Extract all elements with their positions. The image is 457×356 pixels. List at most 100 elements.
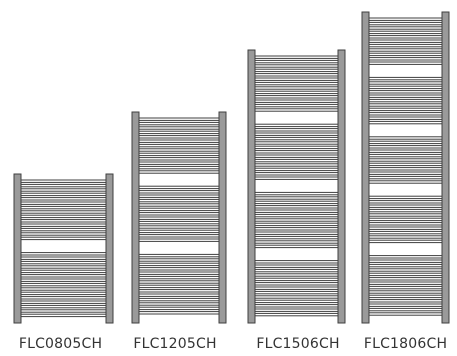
- model-label-flc1205ch: FLC1205CH: [133, 336, 217, 352]
- radiator-bar: [19, 256, 108, 260]
- radiator-bar: [253, 200, 340, 205]
- radiator-bar: [137, 275, 221, 280]
- radiator-bar: [367, 158, 444, 162]
- radiator-bar: [137, 216, 221, 220]
- radiator-rail-left: [247, 49, 256, 324]
- radiator-bar: [253, 128, 340, 132]
- radiator-bar: [137, 289, 221, 293]
- radiator-bar: [137, 258, 221, 262]
- radiator-bar: [19, 278, 108, 282]
- radiator-bar: [367, 281, 444, 285]
- radiator-bar: [367, 217, 444, 222]
- radiator-bar: [367, 153, 444, 158]
- radiator-bar: [253, 64, 340, 68]
- radiator-bar: [367, 39, 444, 43]
- radiator-bar: [137, 152, 221, 157]
- radiator-bar: [137, 212, 221, 216]
- radiator-bar: [253, 123, 340, 128]
- radiator-bar: [367, 112, 444, 116]
- radiator-bar: [253, 222, 340, 227]
- radiator-bar: [367, 145, 444, 149]
- radiator-bar: [137, 165, 221, 170]
- radiator-bar: [19, 232, 108, 236]
- radiator-bar: [253, 196, 340, 200]
- radiator-bar: [19, 201, 108, 205]
- radiator-bar: [253, 282, 340, 286]
- radiator-bar: [19, 287, 108, 291]
- radiator-bar: [19, 179, 108, 183]
- radiator-bar: [253, 154, 340, 158]
- radiator-bar: [253, 77, 340, 81]
- radiator-bar: [367, 162, 444, 167]
- radiator-bar: [367, 299, 444, 303]
- radiator-bar: [367, 200, 444, 204]
- radiator-bar: [137, 297, 221, 302]
- radiator-bar: [367, 30, 444, 35]
- radiator-bar: [367, 213, 444, 217]
- radiator-bar: [253, 244, 340, 249]
- radiator-bar: [367, 26, 444, 30]
- model-label-flc1806ch: FLC1806CH: [363, 336, 448, 352]
- radiator-bar: [137, 203, 221, 207]
- radiator-bar: [367, 76, 444, 81]
- radiator-bar: [367, 239, 444, 244]
- radiator-bar: [253, 264, 340, 268]
- radiator-bar: [137, 284, 221, 289]
- radiator-bar: [19, 269, 108, 274]
- radiator-rail-left: [13, 173, 22, 324]
- radiator-bar: [367, 57, 444, 61]
- radiator-bar: [137, 126, 221, 130]
- radiator-bar: [137, 262, 221, 267]
- radiator-bar: [367, 208, 444, 213]
- radiator-bar: [137, 190, 221, 194]
- radiator-bar: [253, 95, 340, 99]
- radiator-bar: [137, 234, 221, 238]
- radiator-bar: [19, 300, 108, 304]
- radiator-bar: [253, 150, 340, 154]
- model-label-flc1506ch: FLC1506CH: [256, 336, 340, 352]
- radiator-bar: [367, 180, 444, 184]
- radiator-bar: [19, 260, 108, 265]
- radiator-bar: [367, 17, 444, 21]
- radiator-bar: [367, 149, 444, 153]
- radiator-bar: [253, 108, 340, 112]
- radiator-bar: [253, 308, 340, 312]
- radiator-bar: [253, 304, 340, 308]
- radiator-bar: [367, 222, 444, 226]
- radiator-bar: [367, 94, 444, 98]
- radiator-bar: [253, 68, 340, 73]
- radiator-bar: [253, 268, 340, 273]
- radiator-bar: [367, 294, 444, 299]
- radiator-bar: [137, 121, 221, 126]
- radiator-bar: [253, 209, 340, 213]
- radiator-bar: [253, 141, 340, 145]
- radiator-bar: [367, 195, 444, 200]
- radiator-bar: [367, 140, 444, 145]
- radiator-bar: [137, 161, 221, 165]
- radiator-bar: [367, 303, 444, 307]
- radiator-bar: [137, 130, 221, 135]
- radiator-bar: [253, 158, 340, 163]
- radiator-bar: [367, 120, 444, 125]
- radiator-bar: [367, 43, 444, 48]
- model-label-flc0805ch: FLC0805CH: [18, 336, 103, 352]
- radiator-bar: [137, 225, 221, 229]
- radiator-bar: [253, 227, 340, 231]
- radiator-bar: [19, 183, 108, 188]
- radiator-bar: [137, 170, 221, 174]
- radiator-bar: [19, 205, 108, 210]
- radiator-bar: [137, 267, 221, 271]
- radiator-bar: [253, 231, 340, 235]
- radiator-bar: [253, 205, 340, 209]
- radiator-bar: [19, 188, 108, 192]
- radiator-bar: [253, 191, 340, 196]
- radiator-bar: [19, 236, 108, 241]
- radiator-bar: [367, 171, 444, 175]
- radiator-bar: [367, 52, 444, 57]
- radiator-rail-left: [361, 11, 370, 324]
- radiator-bar: [19, 282, 108, 287]
- radiator-bar: [367, 255, 444, 259]
- radiator-bar: [367, 61, 444, 65]
- radiator-bar: [367, 21, 444, 26]
